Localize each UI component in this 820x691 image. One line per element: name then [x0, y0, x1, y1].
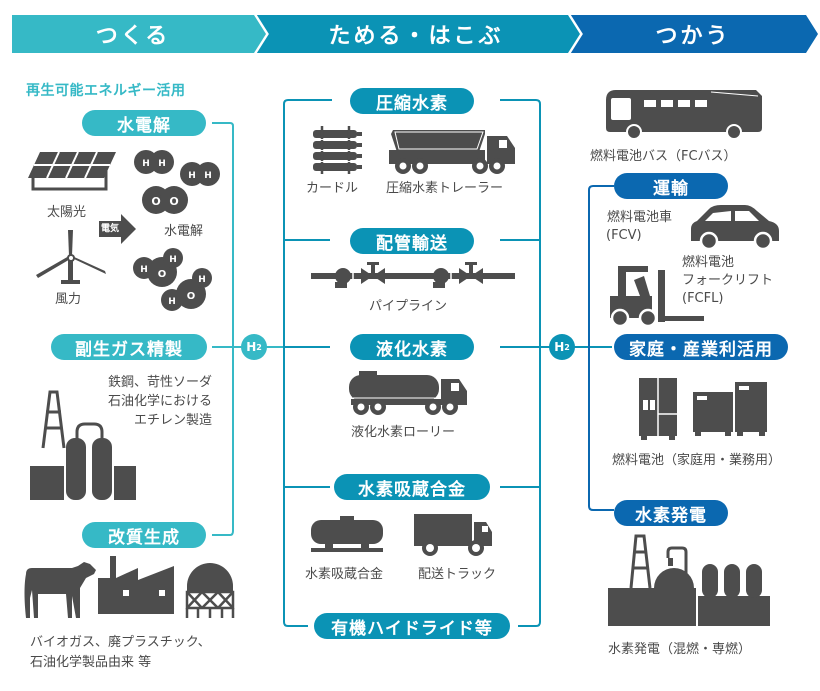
reforming-desc-line1: バイオガス、廃プラスチック、: [30, 635, 211, 650]
forklift-icon: [610, 266, 704, 328]
h-atom-label: H: [142, 159, 150, 169]
byproduct-desc-line3: エチレン製造: [133, 413, 212, 428]
svg-text:H: H: [169, 255, 177, 265]
forklift-label-line1: 燃料電池: [682, 255, 735, 270]
svg-text:O: O: [158, 269, 167, 280]
electrolysis-result-label: 水電解: [164, 224, 204, 239]
pipeline-icon: [311, 262, 515, 288]
delivery-truck-label: 配送トラック: [418, 567, 497, 582]
hub-right-h: H: [554, 340, 565, 354]
header-stage-store: ためる・はこぶ: [328, 24, 504, 49]
hub-left-h: H: [246, 340, 257, 354]
chemical-plant-icon: [30, 390, 136, 500]
renewable-section-title: 再生可能エネルギー活用: [26, 83, 186, 99]
hydrogen-power-pill: 水素発電: [614, 500, 728, 526]
hub-left-sub: 2: [256, 342, 262, 352]
svg-text:H: H: [158, 159, 166, 169]
byproduct-desc-line2: 石油化学における: [107, 394, 212, 409]
header-stage-use-shape: [570, 15, 818, 53]
electricity-label: 電気: [101, 224, 120, 234]
forklift-label-line3: (FCFL): [682, 291, 724, 306]
delivery-truck-icon: [414, 514, 492, 556]
fcv-label-line2: (FCV): [606, 228, 642, 243]
solar-label: 太陽光: [47, 205, 87, 220]
header-stage-make: つくる: [95, 24, 171, 49]
header-stage-make-shape: [12, 15, 266, 53]
electricity-arrow-icon: [99, 214, 136, 244]
svg-text:O: O: [169, 195, 178, 208]
pipeline-pill: 配管輸送: [350, 228, 474, 254]
electrolysis-pill: 水電解: [82, 110, 206, 136]
svg-text:H: H: [140, 265, 148, 275]
gas-holder-icon: [185, 563, 235, 618]
hub-right-sub: 2: [564, 342, 570, 352]
liquid-tanker-label: 液化水素ローリー: [351, 425, 456, 440]
organic-hydride-pill: 有機ハイドライド等: [314, 613, 510, 639]
alloy-tank-label: 水素吸蔵合金: [305, 567, 384, 582]
tube-trailer-icon: [389, 130, 515, 174]
pipeline-label: パイプライン: [369, 299, 448, 314]
liquid-hydrogen-pill: 液化水素: [350, 334, 474, 360]
svg-text:O: O: [151, 195, 160, 208]
transport-pill: 運輸: [614, 173, 728, 199]
header-band: [12, 14, 818, 54]
curdle-icon: [313, 126, 362, 174]
tube-trailer-label: 圧縮水素トレーラー: [386, 181, 504, 196]
svg-text:O: O: [187, 291, 196, 302]
forklift-label-line2: フォークリフト: [682, 273, 774, 288]
reforming-desc-line2: 石油化学製品由来 等: [30, 655, 152, 670]
fc-bus-label: 燃料電池バス（FCバス）: [590, 149, 737, 164]
fcv-label-line1: 燃料電池車: [607, 210, 673, 225]
fuel-cell-label: 燃料電池（家庭用・業務用）: [612, 453, 782, 468]
solar-panel-icon: [28, 151, 116, 191]
power-plant-label: 水素発電（混燃・専燃）: [608, 642, 752, 657]
power-plant-icon: [608, 534, 770, 626]
factory-icon: [98, 556, 174, 614]
liquid-tanker-truck-icon: [349, 371, 467, 415]
svg-text:H: H: [204, 171, 212, 181]
wind-turbine-icon: [36, 230, 106, 284]
cow-icon: [24, 562, 96, 618]
header-stage-use: つかう: [655, 24, 731, 49]
fc-bus-icon: [606, 90, 762, 140]
compressed-hydrogen-pill: 圧縮水素: [350, 88, 474, 114]
curdle-label: カードル: [306, 181, 359, 196]
header-stage-store-shape: [256, 15, 580, 53]
fuel-cell-units-icon: [639, 378, 767, 440]
hydrogen-alloy-pill: 水素吸蔵合金: [334, 474, 490, 500]
svg-text:H: H: [168, 297, 176, 307]
fcv-car-icon: [691, 205, 779, 251]
svg-text:H: H: [188, 171, 196, 181]
svg-text:H: H: [198, 275, 206, 285]
alloy-tank-icon: [311, 516, 383, 552]
wind-label: 風力: [55, 292, 82, 307]
home-industry-pill: 家庭・産業利活用: [614, 334, 788, 360]
reforming-pill: 改質生成: [82, 522, 206, 548]
byproduct-gas-pill: 副生ガス精製: [51, 334, 207, 360]
byproduct-desc-line1: 鉄鋼、苛性ソーダ: [107, 375, 212, 390]
